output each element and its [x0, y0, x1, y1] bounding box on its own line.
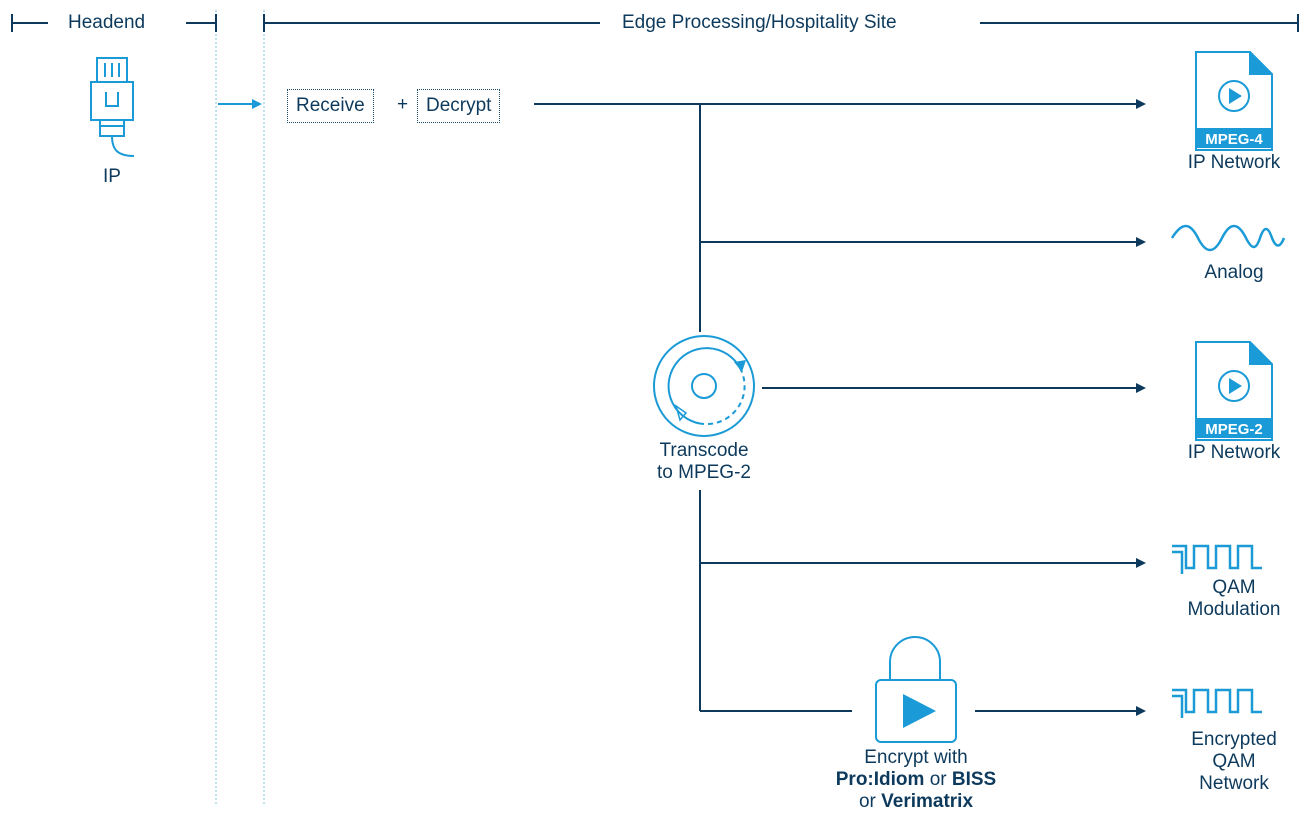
transcode-line2: to MPEG-2	[657, 462, 751, 483]
ethernet-plug-icon	[90, 57, 135, 157]
verimatrix-option: Verimatrix	[881, 791, 974, 812]
output-encrypted-qam-label: Encrypted QAM Network	[1160, 729, 1308, 795]
encrypt-line2: Pro:Idiom or BISS	[810, 769, 1022, 791]
padlock-play-icon	[875, 636, 957, 743]
trunk-lines	[534, 103, 1138, 712]
ip-label: IP	[103, 166, 121, 187]
edge-bracket	[263, 14, 1299, 32]
square-wave-icon	[1172, 544, 1262, 574]
output-qam-label: QAM Modulation	[1160, 577, 1308, 621]
analog-wave-icon	[1170, 224, 1286, 252]
headend-label: Headend	[60, 12, 154, 34]
plus-sign: +	[397, 94, 409, 115]
pro-idiom-option: Pro:Idiom	[835, 769, 925, 790]
receive-box: Receive	[287, 89, 374, 123]
encrypt-or: or	[924, 769, 952, 790]
output-line: QAM	[1212, 751, 1256, 772]
encrypt-line3: or Verimatrix	[810, 791, 1022, 813]
output-line: Analog	[1204, 262, 1264, 283]
output-line: IP Network	[1187, 442, 1281, 463]
output-line: IP Network	[1187, 152, 1281, 173]
output-mpeg2-label: IP Network	[1160, 442, 1308, 464]
output-line: Encrypted	[1191, 729, 1277, 750]
encrypt-line1: Encrypt with	[864, 747, 968, 768]
ip-arrow	[218, 99, 262, 109]
decrypt-box: Decrypt	[417, 89, 501, 123]
output-line: QAM	[1212, 577, 1256, 598]
mpeg2-badge: MPEG-2	[1205, 421, 1263, 438]
encrypt-label: Encrypt with Pro:Idiom or BISS or Verima…	[810, 747, 1022, 813]
output-analog-label: Analog	[1160, 262, 1308, 284]
transcode-line1: Transcode	[659, 440, 749, 461]
encrypt-or-prefix: or	[858, 791, 882, 812]
output-line: Modulation	[1187, 599, 1281, 620]
transcode-label: Transcode to MPEG-2	[630, 440, 778, 484]
mpeg4-badge: MPEG-4	[1205, 131, 1263, 148]
headend-bracket	[11, 14, 217, 32]
mpeg-file-icon: MPEG-4	[1195, 51, 1273, 151]
transcode-disc-icon	[653, 335, 755, 437]
biss-option: BISS	[951, 769, 997, 790]
mpeg-file-icon: MPEG-2	[1195, 341, 1273, 441]
edge-label: Edge Processing/Hospitality Site	[614, 12, 905, 34]
arrowheads	[1136, 99, 1146, 716]
output-mpeg4-label: IP Network	[1160, 152, 1308, 174]
square-wave-icon	[1172, 688, 1262, 718]
output-line: Network	[1199, 773, 1269, 794]
